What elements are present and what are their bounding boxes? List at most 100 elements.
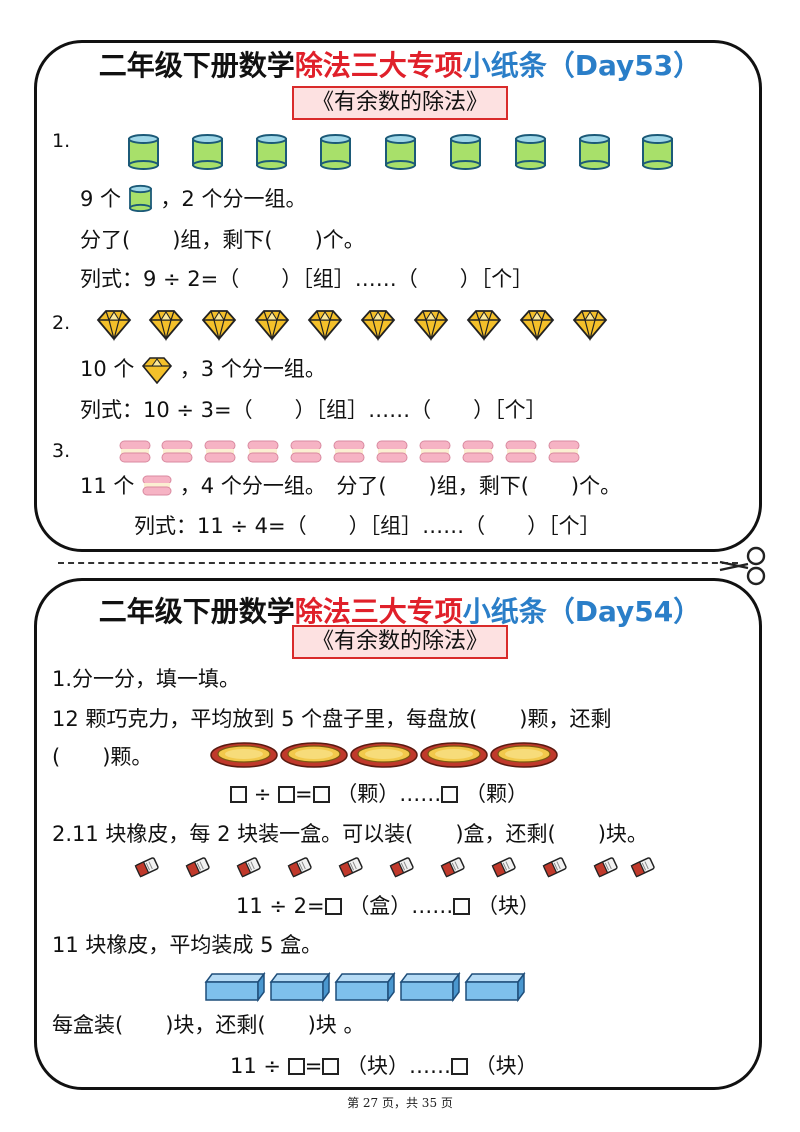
q1-line1: 9 个 ，2 个分一组。	[80, 184, 306, 213]
macaron-icon	[462, 440, 494, 463]
box-icon	[335, 973, 395, 1001]
diamond-inline-icon	[142, 357, 173, 385]
q1-line2: 分了( )组，剩下( )个。	[80, 228, 365, 252]
cylinder-inline-icon	[128, 184, 152, 213]
answer-box[interactable]	[322, 1058, 340, 1075]
diamond-icon	[255, 310, 289, 340]
eraser-icon	[287, 856, 313, 878]
card1-title: 二年级下册数学除法三大专项小纸条（Day53）	[0, 44, 800, 84]
diamond-icon	[308, 310, 342, 340]
q3-line1: 11 个 ，4 个分一组。 分了( )组，剩下( )个。	[80, 472, 621, 500]
eraser-equation: 11 ÷ 2= （盒）…… （块）	[236, 892, 540, 920]
page-footer: 第 27 页，共 35 页	[347, 1096, 453, 1110]
macaron-icon	[419, 440, 451, 463]
cylinder-icon	[579, 134, 610, 170]
plate-icon	[490, 742, 558, 768]
diamond-icon	[573, 310, 607, 340]
plate-icon	[420, 742, 488, 768]
eraser-box-answer-line: 每盒装( )块，还剩( )块 。	[52, 1013, 365, 1037]
cut-line	[58, 562, 738, 564]
card2-title-part2: 除法三大专项	[294, 595, 463, 628]
scissors-icon	[719, 546, 766, 586]
q2-line1-post: ，3 个分一组。	[179, 357, 326, 381]
cylinder-icon	[515, 134, 546, 170]
eq1-eq: =	[294, 782, 313, 806]
answer-box[interactable]	[312, 786, 330, 803]
q2-equation: 列式：10 ÷ 3=（ ）［组］……（ ）［个］	[80, 398, 547, 422]
eraser-icon	[185, 856, 211, 878]
answer-box[interactable]	[441, 786, 459, 803]
cylinder-icon	[192, 134, 223, 170]
cylinder-row	[128, 134, 673, 170]
plate-row	[210, 742, 558, 768]
section1-heading: 1.分一分，填一填。	[52, 667, 241, 691]
diamond-icon	[467, 310, 501, 340]
macaron-icon	[290, 440, 322, 463]
answer-box[interactable]	[277, 786, 295, 803]
answer-box[interactable]	[453, 898, 471, 915]
card2-title-part3: 小纸条（Day54）	[462, 595, 702, 628]
macaron-icon	[161, 440, 193, 463]
card1-subtitle: 《有余数的除法》	[292, 86, 508, 120]
eq1-unit1: （颗）……	[336, 782, 442, 806]
macaron-row	[119, 440, 580, 463]
q1-equation: 列式：9 ÷ 2=（ ）［组］……（ ）［个］	[80, 267, 534, 291]
eq2-unit1: （盒）……	[348, 894, 454, 918]
box-row	[205, 973, 525, 1001]
q3-line1-post: ，4 个分一组。 分了( )组，剩下( )个。	[179, 474, 622, 498]
cylinder-icon	[256, 134, 287, 170]
card1-title-part1: 二年级下册数学	[98, 49, 295, 82]
box-icon	[400, 973, 460, 1001]
card1-title-part2: 除法三大专项	[294, 49, 463, 82]
cylinder-icon	[450, 134, 481, 170]
diamond-icon	[361, 310, 395, 340]
eraser-icon	[338, 856, 364, 878]
plate-icon	[350, 742, 418, 768]
answer-box[interactable]	[450, 1058, 468, 1075]
eraser-icon	[542, 856, 568, 878]
eq3-unit1: （块）……	[345, 1054, 451, 1078]
q1-line1-pre: 9 个	[80, 187, 122, 211]
macaron-icon	[548, 440, 580, 463]
diamond-icon	[414, 310, 448, 340]
eq3-unit2: （块）	[474, 1054, 538, 1078]
card2-title-part1: 二年级下册数学	[98, 595, 295, 628]
eraser-icon	[134, 856, 160, 878]
cylinder-icon	[320, 134, 351, 170]
chocolate-equation: ÷ = （颗）…… （颗）	[230, 780, 528, 808]
diamond-icon	[520, 310, 554, 340]
eq1-unit2: （颗）	[464, 782, 528, 806]
answer-box[interactable]	[324, 898, 342, 915]
box-icon	[465, 973, 525, 1001]
macaron-icon	[376, 440, 408, 463]
card2-title: 二年级下册数学除法三大专项小纸条（Day54）	[0, 590, 800, 630]
cylinder-icon	[642, 134, 673, 170]
macaron-icon	[119, 440, 151, 463]
card2-subtitle: 《有余数的除法》	[292, 625, 508, 659]
eq1-div: ÷	[253, 782, 272, 806]
q3-line1-pre: 11 个	[80, 474, 135, 498]
plate-icon	[280, 742, 348, 768]
eq2-lhs: 11 ÷ 2=	[236, 894, 325, 918]
eraser-icon	[630, 856, 656, 878]
macaron-icon	[247, 440, 279, 463]
q1-number: 1.	[52, 130, 71, 152]
macaron-icon	[333, 440, 365, 463]
q3-number: 3.	[52, 440, 71, 462]
answer-box[interactable]	[230, 786, 247, 803]
eq3-eq: =	[304, 1054, 323, 1078]
macaron-inline-icon	[142, 475, 172, 496]
eq3-lhs: 11 ÷	[230, 1054, 281, 1078]
q2-line1-pre: 10 个	[80, 357, 135, 381]
q1-line1-post: ，2 个分一组。	[160, 187, 307, 211]
eraser-icon	[440, 856, 466, 878]
diamond-row	[97, 310, 607, 340]
plate-icon	[210, 742, 278, 768]
q3-equation: 列式：11 ÷ 4=（ ）［组］……（ ）［个］	[134, 514, 601, 538]
chocolate-question-line1: 12 颗巧克力，平均放到 5 个盘子里，每盘放( )颗，还剩	[52, 707, 612, 731]
eraser-row	[134, 856, 656, 878]
eraser-icon	[491, 856, 517, 878]
answer-box[interactable]	[287, 1058, 305, 1075]
macaron-icon	[204, 440, 236, 463]
q2-line1: 10 个 ，3 个分一组。	[80, 355, 326, 385]
